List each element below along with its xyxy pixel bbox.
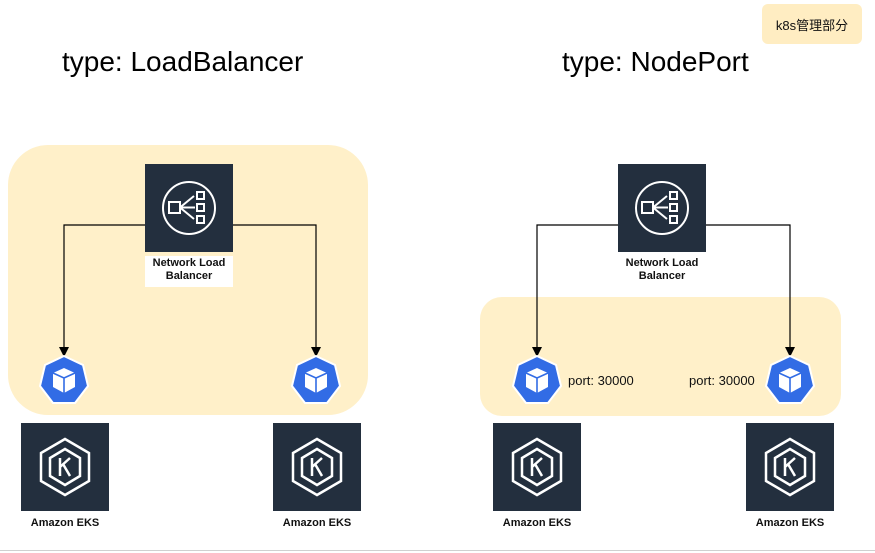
bottom-divider: [0, 550, 875, 551]
amazon-eks-icon: [291, 437, 343, 497]
right-connector-to-node-right: [705, 224, 795, 357]
kubernetes-node-icon: [290, 354, 342, 404]
left-eks-label-right: Amazon EKS: [282, 517, 352, 529]
left-connector-to-node-left: [59, 224, 145, 357]
kubernetes-node-icon: [38, 354, 90, 404]
left-panel-title: type: LoadBalancer: [62, 46, 304, 77]
right-eks-tile-right: [746, 423, 834, 511]
right-nlb-label: Network Load Balancer: [618, 256, 706, 287]
left-eks-label-left: Amazon EKS: [30, 517, 100, 529]
network-load-balancer-icon: [635, 181, 689, 235]
network-load-balancer-icon: [162, 181, 216, 235]
legend-label: k8s管理部分: [775, 17, 849, 33]
right-eks-tile-left: [493, 423, 581, 511]
left-eks-tile-left: [21, 423, 109, 511]
right-nlb-tile: [618, 164, 706, 252]
left-k8s-node-right: [290, 354, 342, 411]
right-connector-to-node-left: [532, 224, 618, 357]
left-nlb-tile: [145, 164, 233, 252]
right-k8s-node-right: [764, 354, 816, 411]
right-eks-label-right: Amazon EKS: [755, 517, 825, 529]
legend-k8s-managed: k8s管理部分: [762, 4, 862, 44]
kubernetes-node-icon: [511, 354, 563, 404]
amazon-eks-icon: [764, 437, 816, 497]
right-eks-label-left: Amazon EKS: [502, 517, 572, 529]
right-k8s-node-left: [511, 354, 563, 411]
right-port-right: port: 30000: [689, 373, 755, 388]
left-nlb-label: Network Load Balancer: [145, 256, 233, 287]
right-panel-title: type: NodePort: [562, 46, 749, 77]
left-connector-to-node-right: [232, 224, 321, 357]
left-k8s-node-left: [38, 354, 90, 411]
amazon-eks-icon: [39, 437, 91, 497]
kubernetes-node-icon: [764, 354, 816, 404]
right-port-left: port: 30000: [568, 373, 634, 388]
left-eks-tile-right: [273, 423, 361, 511]
amazon-eks-icon: [511, 437, 563, 497]
